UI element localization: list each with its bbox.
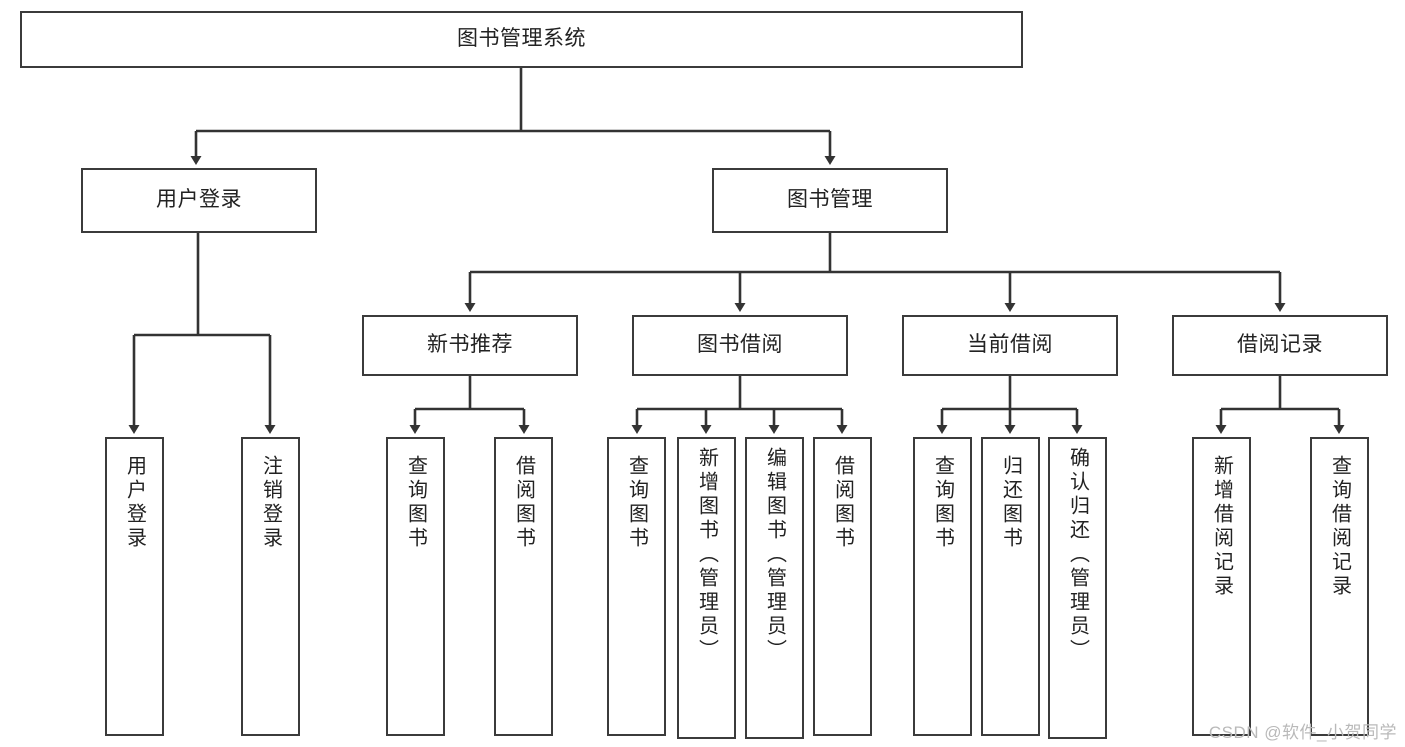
node-leaf-confirm-return[interactable]: 确认归还（管理员） <box>1048 437 1107 739</box>
node-label: 借阅图书 <box>831 455 854 551</box>
node-label: 图书借阅 <box>697 333 783 357</box>
node-current-borrow[interactable]: 当前借阅 <box>902 315 1118 376</box>
node-label: 借阅图书 <box>512 455 535 551</box>
node-label: 查询图书 <box>625 455 648 551</box>
node-leaf-add-book[interactable]: 新增图书（管理员） <box>677 437 736 739</box>
node-leaf-query-book-3[interactable]: 查询图书 <box>913 437 972 736</box>
node-label: 查询图书 <box>404 455 427 551</box>
node-root-system[interactable]: 图书管理系统 <box>20 11 1023 68</box>
node-leaf-add-record[interactable]: 新增借阅记录 <box>1192 437 1251 736</box>
watermark: CSDN @软件_小贺同学 <box>1208 723 1397 742</box>
node-label: 用户登录 <box>156 188 242 212</box>
node-label: 图书管理 <box>787 188 873 212</box>
node-new-book-recommend[interactable]: 新书推荐 <box>362 315 578 376</box>
node-label: 确认归还（管理员） <box>1066 447 1089 663</box>
node-leaf-return-book[interactable]: 归还图书 <box>981 437 1040 736</box>
node-label: 当前借阅 <box>967 333 1053 357</box>
node-label: 注销登录 <box>259 455 282 551</box>
node-leaf-query-book-1[interactable]: 查询图书 <box>386 437 445 736</box>
node-label: 归还图书 <box>999 455 1022 551</box>
node-leaf-borrow-book-2[interactable]: 借阅图书 <box>813 437 872 736</box>
node-label: 新增借阅记录 <box>1210 455 1233 599</box>
node-book-borrow[interactable]: 图书借阅 <box>632 315 848 376</box>
node-leaf-borrow-book-1[interactable]: 借阅图书 <box>494 437 553 736</box>
node-label: 新增图书（管理员） <box>695 447 718 663</box>
node-user-login[interactable]: 用户登录 <box>81 168 317 233</box>
node-book-manage[interactable]: 图书管理 <box>712 168 948 233</box>
node-label: 用户登录 <box>123 455 146 551</box>
node-label: 新书推荐 <box>427 333 513 357</box>
node-leaf-logout-login[interactable]: 注销登录 <box>241 437 300 736</box>
node-label: 编辑图书（管理员） <box>763 447 786 663</box>
node-leaf-user-login[interactable]: 用户登录 <box>105 437 164 736</box>
node-label: 查询借阅记录 <box>1328 455 1351 599</box>
node-label: 查询图书 <box>931 455 954 551</box>
node-leaf-edit-book[interactable]: 编辑图书（管理员） <box>745 437 804 739</box>
node-label: 图书管理系统 <box>457 27 586 51</box>
node-leaf-query-record[interactable]: 查询借阅记录 <box>1310 437 1369 736</box>
node-label: 借阅记录 <box>1237 333 1323 357</box>
node-leaf-query-book-2[interactable]: 查询图书 <box>607 437 666 736</box>
node-borrow-record[interactable]: 借阅记录 <box>1172 315 1388 376</box>
